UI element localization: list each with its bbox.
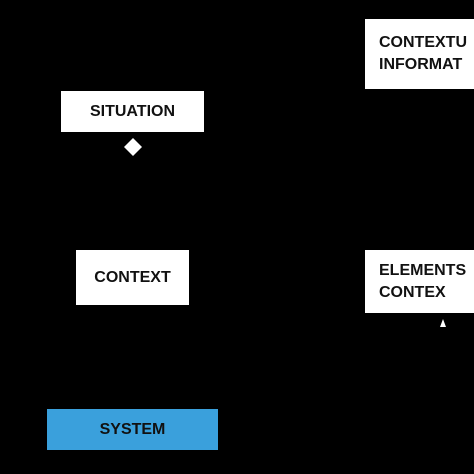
diamond-icon [124,138,142,156]
elements-of-context-node: ELEMENTS CONTEX [365,250,474,313]
system-node: SYSTEM [47,409,218,450]
situation-node: SITUATION [61,91,204,132]
context-node: CONTEXT [76,250,189,305]
contextual-information-node: CONTEXTU INFORMAT [365,19,474,89]
arrowhead-icon [440,319,446,327]
